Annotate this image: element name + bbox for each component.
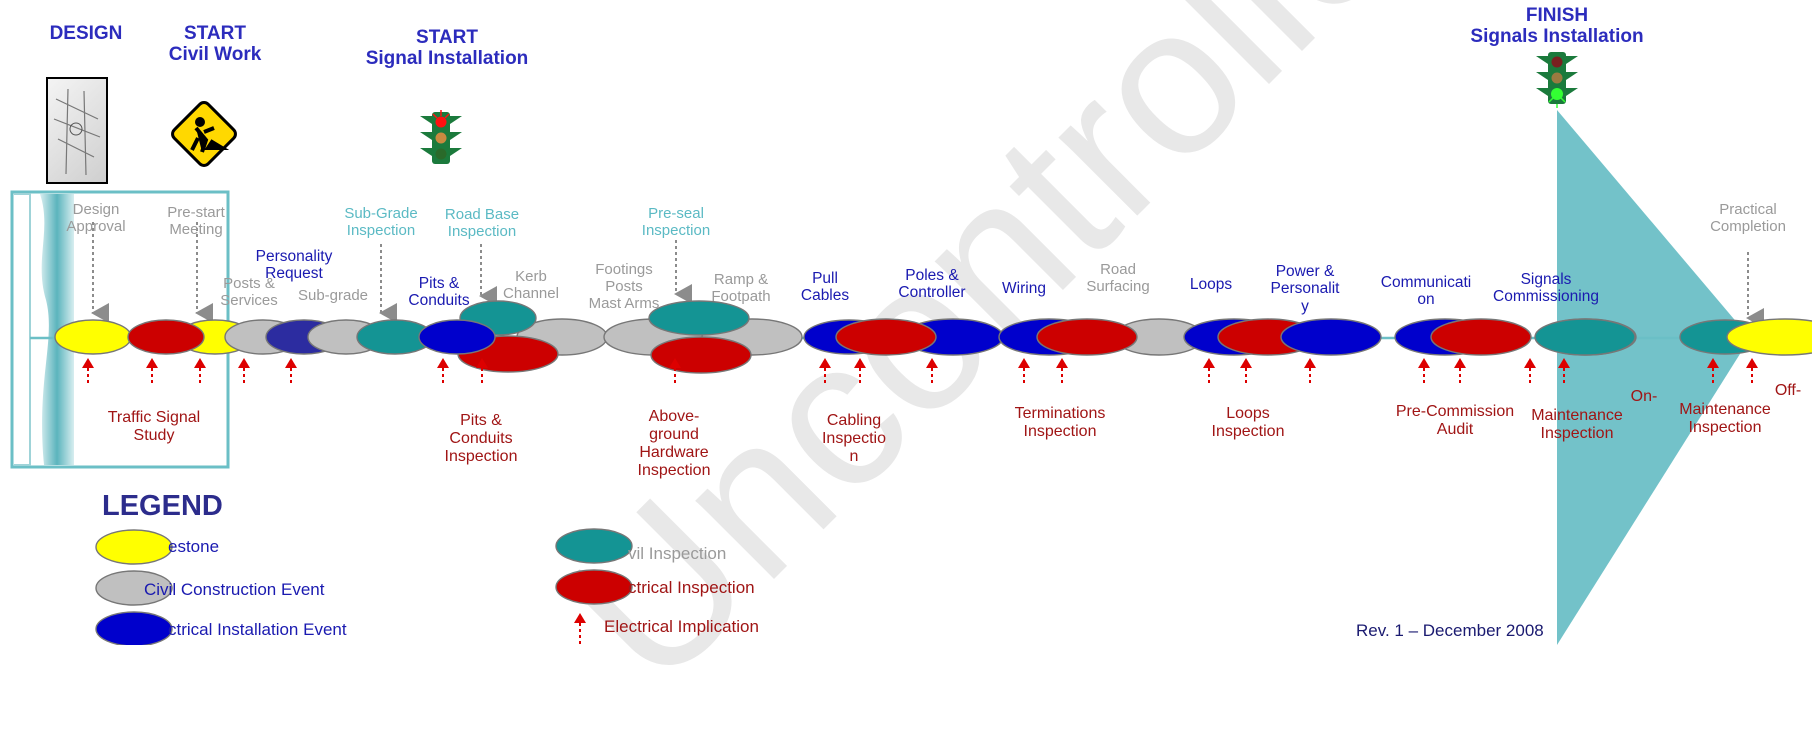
legend-civil-construction: Civil Construction Event — [144, 580, 325, 599]
label-loops-inspection: Loops Inspection — [1211, 405, 1285, 440]
electrical-implication-arrow — [285, 358, 297, 386]
label-pull-cables: Pull Cables — [800, 270, 850, 305]
label-aboveground-inspection: Above- ground Hardware Inspection — [637, 408, 711, 479]
label-precommission-audit: Pre-Commission Audit — [1395, 403, 1515, 438]
legend-title: LEGEND — [102, 490, 223, 522]
label-arrows — [91, 222, 1764, 328]
finish-triangle — [1557, 110, 1750, 645]
label-signals-commissioning: Signals Commissioning — [1493, 271, 1599, 306]
electrical-implication-arrow — [1707, 358, 1719, 386]
design-wave-band — [40, 194, 74, 465]
electrical-implication-arrow — [1746, 358, 1758, 386]
electrical-implication-arrow — [476, 358, 488, 386]
label-footings-posts: Footings Posts Mast Arms — [588, 261, 660, 312]
electrical-implication-arrow — [194, 358, 206, 386]
label-design-approval: Design Approval — [66, 201, 126, 235]
label-kerb-channel: Kerb Channel — [503, 268, 559, 302]
label-off: Off- — [1774, 382, 1802, 399]
electrical-inspection-ellipse — [650, 336, 752, 374]
legend-swatches — [95, 528, 633, 645]
label-terminations-inspection: Terminations Inspection — [1014, 405, 1106, 440]
label-cabling-inspection: Cabling Inspectio n — [821, 412, 887, 465]
label-traffic-signal-study: Traffic Signal Study — [107, 409, 201, 444]
electrical-implication-arrow — [437, 358, 449, 386]
electrical-implication-arrow — [1418, 358, 1430, 386]
design-document-icon — [46, 77, 108, 184]
heading-finish: FINISH Signals Installation — [1470, 5, 1644, 48]
electrical-implication-arrows — [82, 358, 1758, 386]
label-ramp-footpath: Ramp & Footpath — [711, 271, 771, 305]
heading-start-signal: START Signal Installation — [365, 27, 529, 70]
label-road-base-inspection: Road Base Inspection — [444, 206, 520, 240]
legend-electrical-installation: ctrical Installation Event — [168, 620, 347, 639]
electrical-inspection-ellipse — [1430, 318, 1532, 356]
milestone-ellipse — [1726, 318, 1812, 356]
legend-milestone: estone — [168, 537, 220, 556]
label-posts-services: Posts & Services — [220, 275, 278, 309]
electrical-implication-arrow — [1304, 358, 1316, 386]
electrical-implication-arrow — [669, 358, 681, 386]
traffic-light-finish-icon — [1531, 48, 1583, 110]
electrical-implication-arrow — [1240, 358, 1252, 386]
electrical-install-ellipse — [1280, 318, 1382, 356]
timeline-events — [54, 300, 1812, 374]
electrical-implication-arrow — [1558, 358, 1570, 386]
label-sub-grade: Sub-grade — [297, 287, 369, 304]
electrical-implication-arrow — [1454, 358, 1466, 386]
electrical-inspection-ellipse — [1036, 318, 1138, 356]
electrical-implication-arrow — [926, 358, 938, 386]
label-prestart-meeting: Pre-start Meeting — [167, 204, 225, 238]
heading-design: DESIGN — [49, 23, 123, 44]
electrical-implication-arrow — [238, 358, 250, 386]
label-sub-grade-inspection: Sub-Grade Inspection — [344, 205, 418, 239]
electrical-implication-arrow — [1203, 358, 1215, 386]
electrical-implication-arrow — [82, 358, 94, 386]
legend-civil-inspection: vil Inspection — [628, 544, 727, 563]
label-personality-request: Personality Request — [255, 248, 333, 283]
civil-inspection-ellipse — [1534, 318, 1636, 356]
electrical-inspection-ellipse — [127, 319, 205, 355]
label-poles-controller: Poles & Controller — [898, 267, 966, 302]
label-practical-completion: Practical Completion — [1710, 201, 1786, 235]
milestone-ellipse — [54, 319, 132, 355]
electrical-implication-arrow — [1056, 358, 1068, 386]
label-pits-conduits-inspection: Pits & Conduits Inspection — [444, 412, 518, 465]
label-road-surfacing: Road Surfacing — [1086, 261, 1150, 295]
label-loops: Loops — [1189, 276, 1233, 293]
electrical-implication-arrow — [854, 358, 866, 386]
label-on: On- — [1630, 388, 1658, 405]
electrical-implication-arrow — [1018, 358, 1030, 386]
timeline-graphic — [10, 110, 1812, 645]
legend-electrical-implication: Electrical Implication — [604, 617, 759, 636]
heading-start-civil: START Civil Work — [168, 23, 262, 66]
label-wiring: Wiring — [1002, 280, 1046, 297]
electrical-implication-arrow — [1524, 358, 1536, 386]
road-work-sign-icon — [168, 98, 240, 170]
revision-note: Rev. 1 – December 2008 — [1356, 621, 1544, 640]
traffic-light-start-icon — [415, 108, 467, 168]
label-power-personality: Power & Personalit y — [1270, 263, 1340, 315]
legend-electrical-inspection: ctrical Inspection — [628, 578, 755, 597]
electrical-install-ellipse — [418, 319, 496, 355]
civil-inspection-ellipse — [648, 300, 750, 336]
electrical-implication-arrow — [819, 358, 831, 386]
label-preseal-inspection: Pre-seal Inspection — [641, 205, 711, 239]
label-communication: Communicati on — [1380, 274, 1472, 309]
legend-electrical-implication-icon — [573, 612, 587, 645]
label-maintenance-inspection-2: Maintenance Inspection — [1679, 401, 1771, 436]
label-maintenance-inspection: Maintenance Inspection — [1531, 407, 1623, 442]
electrical-implication-arrow — [146, 358, 158, 386]
label-pits-conduits: Pits & Conduits — [408, 275, 470, 310]
electrical-inspection-ellipse — [835, 318, 937, 356]
